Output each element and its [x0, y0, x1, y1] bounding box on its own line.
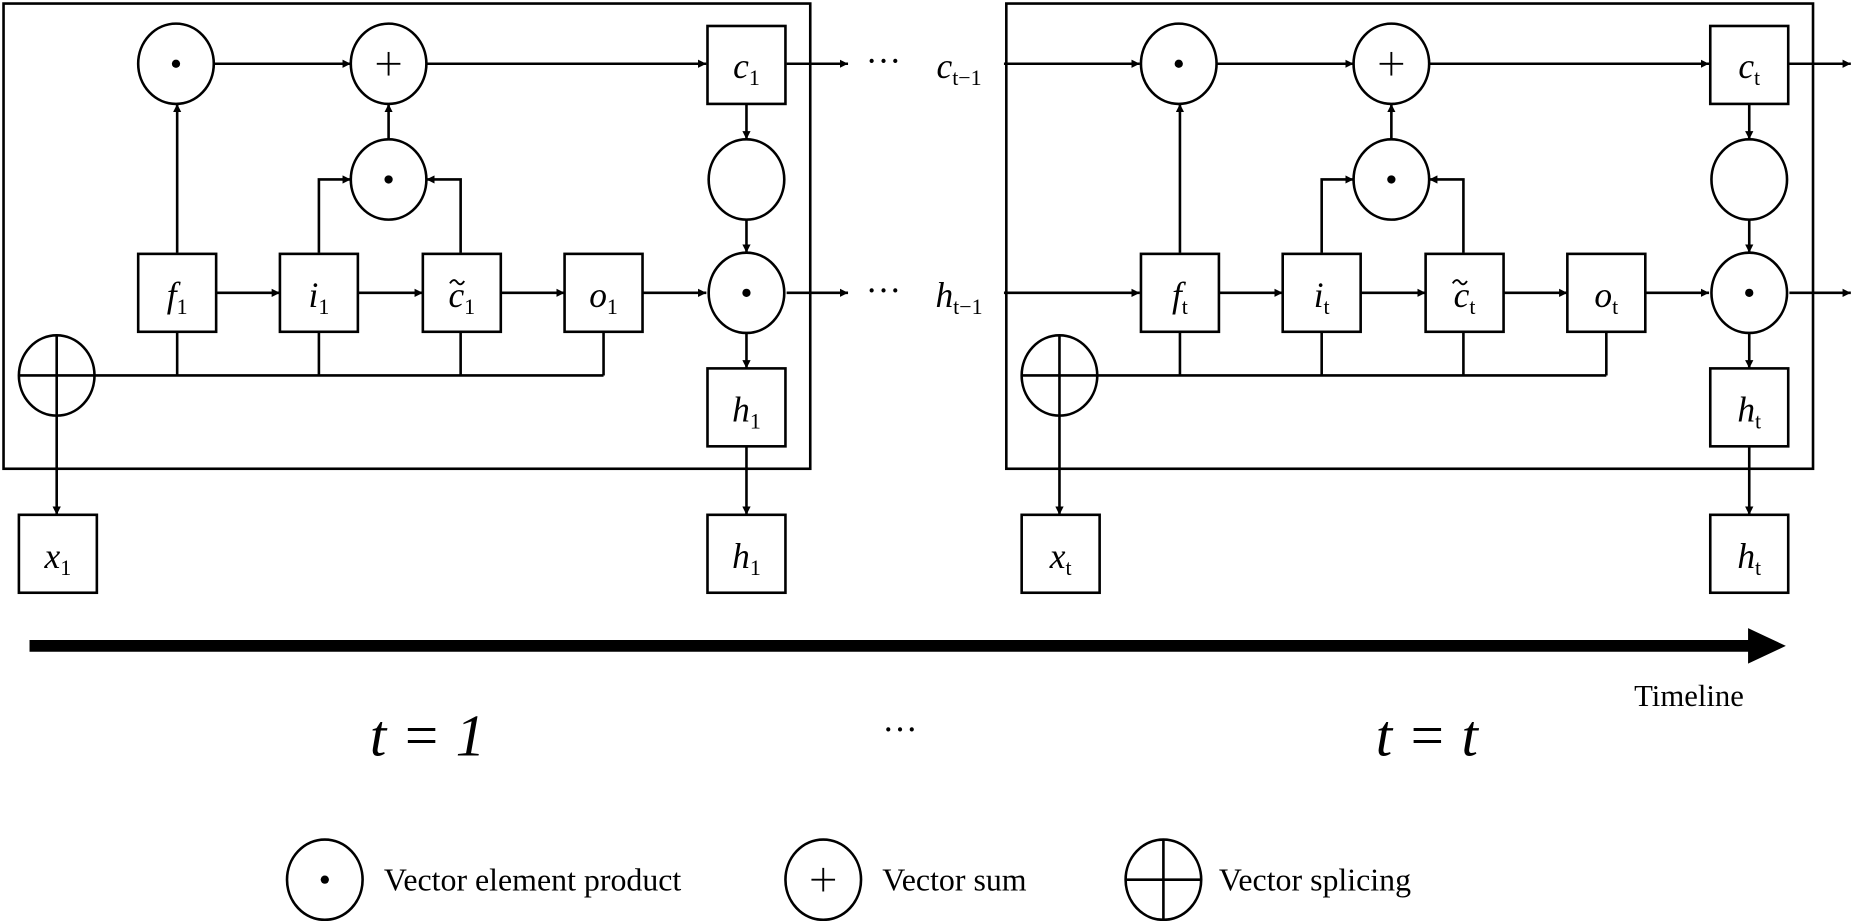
- time-step-label: t = 1: [370, 703, 485, 769]
- dot-glyph: [384, 175, 393, 184]
- tanh-node: [1710, 138, 1789, 221]
- node-label: i1: [308, 275, 329, 319]
- node-label: ot: [1594, 275, 1618, 319]
- node-label: c1: [733, 46, 760, 90]
- output-h-box: [1708, 513, 1790, 595]
- candidate-box: [421, 252, 503, 334]
- output-gate-box: [1566, 252, 1647, 334]
- legend-item: Vector splicing: [1124, 838, 1411, 921]
- dot-glyph: [1745, 288, 1754, 297]
- dot-glyph: [742, 288, 751, 297]
- node-label: ct−1: [936, 46, 981, 90]
- tilde-mark: [449, 279, 465, 286]
- node-label: ct: [1454, 275, 1476, 319]
- candidate-box: [1424, 252, 1505, 334]
- output-gate-box: [563, 252, 644, 334]
- dot-glyph: [1174, 59, 1183, 68]
- cell-state-box: [1708, 24, 1790, 106]
- input-gate-box: [1281, 252, 1362, 334]
- dot-glyph: [1387, 175, 1396, 184]
- timeline-arrowhead: [1748, 628, 1786, 664]
- connector-arrow: [317, 175, 351, 253]
- input-gate-box: [278, 252, 360, 334]
- dot-glyph: [320, 875, 329, 884]
- legend: Vector element product Vector sum Vector s…: [285, 838, 1411, 921]
- node-label: h1: [732, 390, 761, 434]
- hidden-state-box: [706, 367, 787, 448]
- forget-gate-box: [136, 252, 218, 334]
- legend-item: Vector sum: [784, 838, 1027, 921]
- time-step-label: t = t: [1376, 703, 1480, 769]
- node-label: ct: [1738, 46, 1760, 90]
- tilde-mark: [1451, 279, 1468, 286]
- input-x-box: [1020, 513, 1101, 595]
- node-label: h1: [732, 536, 761, 580]
- forget-gate-box: [1139, 252, 1221, 334]
- connector-arrow: [426, 175, 462, 253]
- tanh-node: [707, 138, 786, 221]
- output-h-box: [706, 513, 787, 595]
- node-label: x1: [44, 536, 72, 580]
- node-label: xt: [1049, 536, 1072, 580]
- timeline-ellipsis: ···: [882, 710, 917, 750]
- legend-item: Vector element product: [285, 838, 682, 921]
- node-label: ht: [1737, 390, 1761, 434]
- node-label: it: [1314, 275, 1330, 319]
- cell-frame: [2, 2, 812, 471]
- hidden-state-box: [1708, 367, 1790, 448]
- timeline-label: Timeline: [1634, 679, 1744, 713]
- connector-arrow: [1320, 175, 1354, 253]
- node-label: ht−1: [935, 275, 982, 319]
- node-label: ht: [1737, 536, 1761, 580]
- connector-arrow: [1429, 175, 1465, 253]
- legend-label: Vector sum: [882, 862, 1027, 897]
- legend-label: Vector splicing: [1219, 862, 1411, 897]
- node-label: o1: [589, 275, 618, 319]
- dot-glyph: [171, 59, 181, 68]
- input-x-box: [17, 513, 99, 595]
- cell-state-box: [706, 24, 787, 106]
- legend-label: Vector element product: [384, 862, 682, 897]
- ellipsis: ···: [866, 41, 901, 81]
- ellipsis: ···: [866, 270, 901, 310]
- cell-frame: [1005, 2, 1815, 471]
